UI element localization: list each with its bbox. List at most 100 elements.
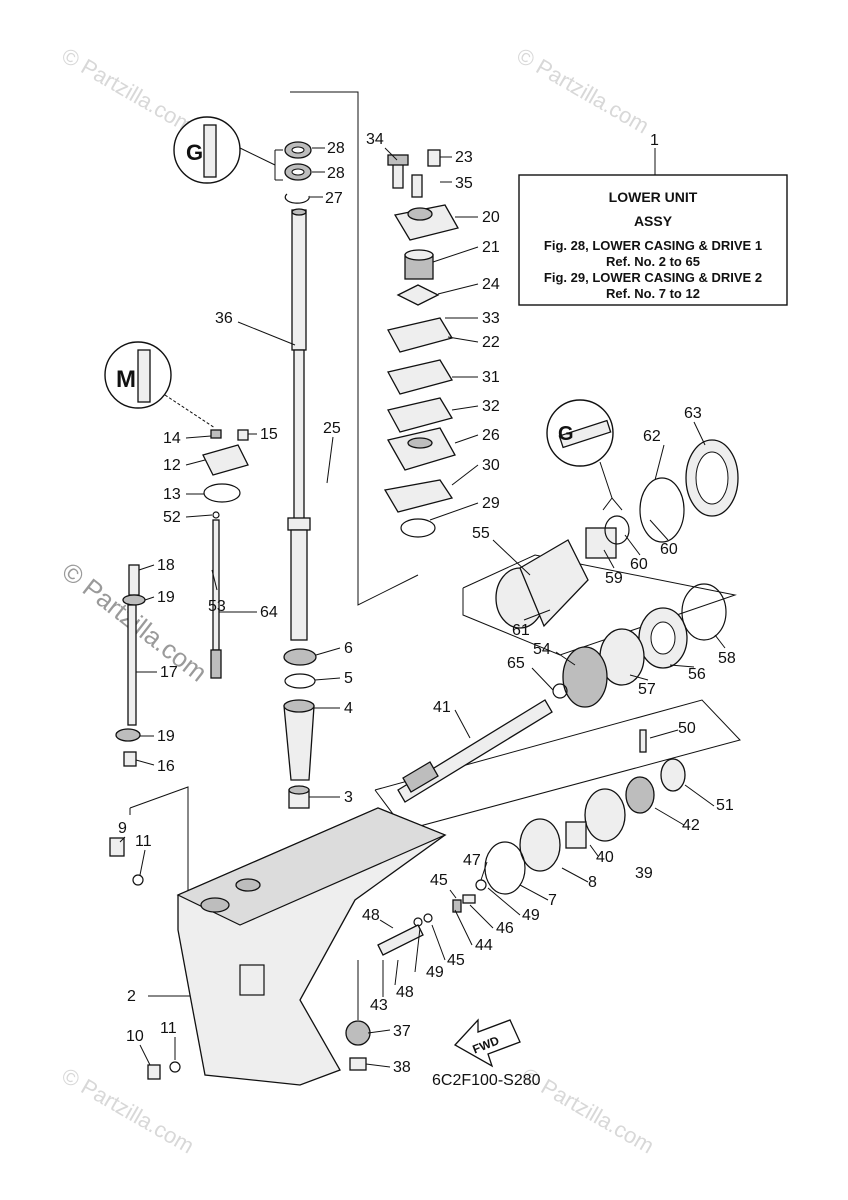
callout-labels: 28 28 27 36 34 23 35 20 21 24 33 22 31 3… xyxy=(118,131,736,1076)
callout-59: 59 xyxy=(605,570,623,587)
callout-60b: 60 xyxy=(660,541,678,558)
bearing-housing xyxy=(495,439,739,708)
callout-45b: 45 xyxy=(447,952,465,969)
diagram-code: 6C2F100-S280 xyxy=(432,1072,541,1089)
callout-64: 64 xyxy=(260,604,278,621)
callout-8: 8 xyxy=(588,874,597,891)
lower-casing xyxy=(176,807,447,1086)
callout-24: 24 xyxy=(482,276,500,293)
grease-detail-circle-top: G xyxy=(173,116,276,184)
callout-5: 5 xyxy=(344,670,353,687)
fwd-direction-arrow: FWD xyxy=(453,1018,521,1068)
callout-12: 12 xyxy=(163,457,181,474)
callout-47: 47 xyxy=(463,852,481,869)
callout-16: 16 xyxy=(157,758,175,775)
callout-45a: 45 xyxy=(430,872,448,889)
callout-19a: 19 xyxy=(157,589,175,606)
callout-65: 65 xyxy=(507,655,525,672)
callout-15: 15 xyxy=(260,426,278,443)
callout-46: 46 xyxy=(496,920,514,937)
callout-56: 56 xyxy=(688,666,706,683)
title-box-line-3: Fig. 29, LOWER CASING & DRIVE 2 xyxy=(544,270,762,285)
title-box-title: LOWER UNIT xyxy=(609,189,698,205)
leader-lines xyxy=(119,147,726,1068)
callout-28b: 28 xyxy=(327,165,345,182)
callout-25: 25 xyxy=(323,420,341,437)
callout-50: 50 xyxy=(678,720,696,737)
callout-22: 22 xyxy=(482,334,500,351)
title-box-line-4: Ref. No. 7 to 12 xyxy=(606,286,700,301)
callout-57: 57 xyxy=(638,681,656,698)
callout-23: 23 xyxy=(455,149,473,166)
callout-32: 32 xyxy=(482,398,500,415)
callout-29: 29 xyxy=(482,495,500,512)
callout-13: 13 xyxy=(163,486,181,503)
title-box: 1 LOWER UNIT ASSY Fig. 28, LOWER CASING … xyxy=(518,132,788,306)
callout-11a: 11 xyxy=(135,833,152,850)
callout-41: 41 xyxy=(433,699,451,716)
callout-2: 2 xyxy=(127,988,136,1005)
watermark: © Partzilla.com xyxy=(58,43,199,139)
title-box-line-2: Ref. No. 2 to 65 xyxy=(606,254,700,269)
callout-42: 42 xyxy=(682,817,700,834)
ref-number-label: 1 xyxy=(650,132,659,149)
callout-63: 63 xyxy=(684,405,702,422)
watermark: © Partzilla.com xyxy=(513,43,654,139)
callout-54: 54 xyxy=(533,641,551,658)
callout-39: 39 xyxy=(635,865,653,882)
callout-53: 53 xyxy=(208,598,226,615)
callout-21: 21 xyxy=(482,239,500,256)
callout-40: 40 xyxy=(596,849,614,866)
callout-4: 4 xyxy=(344,700,353,717)
callout-7: 7 xyxy=(548,892,557,909)
callout-6: 6 xyxy=(344,640,353,657)
callout-58: 58 xyxy=(718,650,736,667)
callout-36: 36 xyxy=(215,310,233,327)
callout-52: 52 xyxy=(163,509,181,526)
grease-detail-circle-left: M xyxy=(104,341,216,429)
title-box-line-1: Fig. 28, LOWER CASING & DRIVE 1 xyxy=(544,238,762,253)
callout-61: 61 xyxy=(512,622,530,639)
callout-28a: 28 xyxy=(327,140,345,157)
watermark: © Partzilla.com xyxy=(58,1063,199,1159)
callout-62: 62 xyxy=(643,428,661,445)
callout-3: 3 xyxy=(344,789,353,806)
grease-detail-circle-right: G xyxy=(546,399,623,511)
callout-35: 35 xyxy=(455,175,473,192)
callout-14: 14 xyxy=(163,430,181,447)
svg-text:G: G xyxy=(186,140,203,165)
callout-30: 30 xyxy=(482,457,500,474)
callout-33: 33 xyxy=(482,310,500,327)
callout-48b: 48 xyxy=(396,984,414,1001)
title-box-subtitle: ASSY xyxy=(634,213,673,229)
callout-9: 9 xyxy=(118,820,127,837)
svg-text:M: M xyxy=(116,366,136,393)
water-pump-assembly xyxy=(383,149,459,538)
callout-18: 18 xyxy=(157,557,175,574)
callout-34: 34 xyxy=(366,131,384,148)
callout-20: 20 xyxy=(482,209,500,226)
callout-17: 17 xyxy=(160,664,178,681)
propeller-shaft xyxy=(397,699,686,895)
callout-27: 27 xyxy=(325,190,343,207)
callout-11b: 11 xyxy=(160,1020,177,1037)
callout-48a: 48 xyxy=(362,907,380,924)
callout-10: 10 xyxy=(126,1028,144,1045)
shift-rod-assembly xyxy=(202,429,249,679)
callout-37: 37 xyxy=(393,1023,411,1040)
callout-19b: 19 xyxy=(157,728,175,745)
callout-26: 26 xyxy=(482,427,500,444)
callout-38: 38 xyxy=(393,1059,411,1076)
callout-49a: 49 xyxy=(522,907,540,924)
callout-43: 43 xyxy=(370,997,388,1014)
svg-text:G: G xyxy=(558,423,574,445)
callout-31: 31 xyxy=(482,369,500,386)
callout-44: 44 xyxy=(475,937,493,954)
callout-60a: 60 xyxy=(630,556,648,573)
callout-49b: 49 xyxy=(426,964,444,981)
callout-55: 55 xyxy=(472,525,490,542)
callout-51: 51 xyxy=(716,797,734,814)
driveshaft-assembly xyxy=(283,141,317,809)
